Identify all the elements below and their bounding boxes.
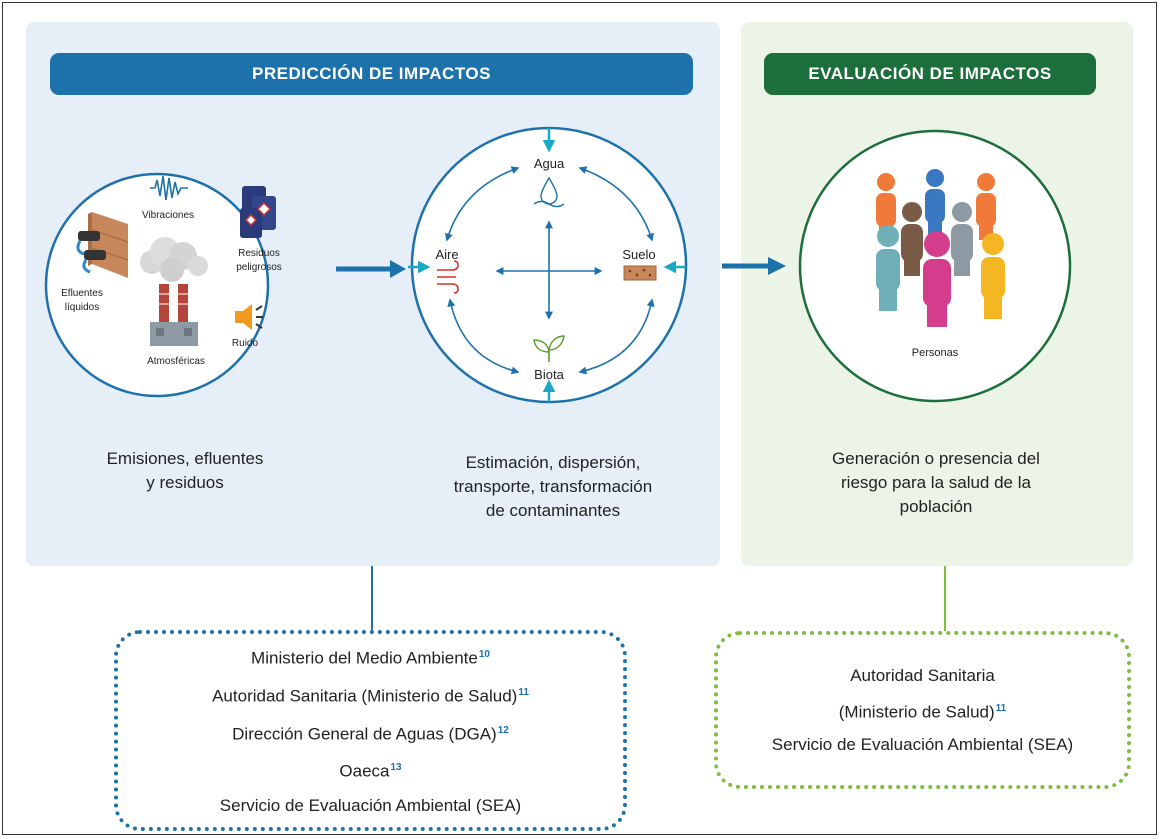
evaluation-institutions-box: Autoridad Sanitaria (Ministerio de Salud… [714,631,1131,789]
residuos-label-2: peligrosos [236,262,282,273]
agua-label: Agua [534,156,565,171]
institution-item: Dirección General de Aguas (DGA)12 [232,714,509,752]
transport-caption-line3: de contaminantes [485,501,621,520]
aire-label: Aire [435,247,458,262]
hazardous-barrels-icon [240,186,276,238]
risk-caption-line2: riesgo para la salud de la [841,473,1031,492]
transport-caption: Estimación, dispersión, transporte, tran… [418,451,688,523]
suelo-label: Suelo [622,247,655,262]
soil-icon [623,265,657,281]
institution-item: (Ministerio de Salud)11 [839,692,1006,729]
institution-name: Dirección General de Aguas (DGA) [232,724,497,744]
institution-name: Servicio de Evaluación Ambiental (SEA) [771,735,1074,755]
water-drop-icon [533,176,565,208]
institution-item: Autoridad Sanitaria [850,659,995,692]
evaluation-header: EVALUACIÓN DE IMPACTOS [764,53,1096,95]
institution-item: Ministerio del Medio Ambiente10 [251,638,490,676]
institution-name: Autoridad Sanitaria [850,665,995,685]
institution-name: Oaeca [339,761,390,781]
evaluation-connector-line [944,566,946,631]
footnote-ref: 13 [390,762,402,774]
footnote-ref: 11 [995,702,1007,714]
footnote-ref: 10 [478,649,490,661]
risk-caption-line1: Generación o presencia del [832,449,1040,468]
wind-icon [437,260,459,294]
institution-name: Servicio de Evaluación Ambiental (SEA) [219,795,522,815]
vibration-icon [150,175,188,201]
efluentes-label-2: líquidos [65,302,99,313]
institution-item: Servicio de Evaluación Ambiental (SEA) [772,728,1073,761]
prediction-institutions-box: Ministerio del Medio Ambiente10 Autorida… [114,630,627,831]
risk-caption-line3: población [899,497,973,516]
agua-suelo-arrow [578,166,654,242]
flow-arrow-2 [722,257,786,275]
emissions-caption-line2: y residuos [146,473,224,492]
aire-biota-arrow [447,298,520,375]
flow-arrow-1 [336,260,406,278]
emissions-caption: Emisiones, efluentes y residuos [55,447,315,495]
transport-caption-line2: transporte, transformación [453,477,653,496]
institution-name: (Ministerio de Salud) [838,702,995,722]
agua-aire-arrow [444,166,520,242]
noise-speaker-icon [235,304,263,330]
institution-item: Oaeca13 [339,751,401,789]
footnote-ref: 12 [497,724,509,736]
suelo-biota-arrow [578,298,655,375]
institution-item: Servicio de Evaluación Ambiental (SEA) [220,789,521,823]
residuos-label-1: Residuos [238,248,280,259]
vibraciones-label: Vibraciones [142,210,194,221]
atmosfericas-label: Atmosféricas [147,356,205,367]
institution-name: Ministerio del Medio Ambiente [251,648,478,668]
institution-item: Autoridad Sanitaria (Ministerio de Salud… [212,676,529,714]
emissions-caption-line1: Emisiones, efluentes [106,449,264,468]
smoke-stack-icon [140,237,208,346]
efluentes-label-1: Efluentes [61,288,103,299]
prediction-connector-line [371,566,373,630]
risk-caption: Generación o presencia del riesgo para l… [786,447,1086,519]
effluent-pipes-icon [76,212,129,278]
biota-label: Biota [534,367,564,382]
personas-label: Personas [912,347,959,359]
prediction-header: PREDICCIÓN DE IMPACTOS [50,53,693,95]
transport-caption-line1: Estimación, dispersión, [465,453,641,472]
institution-name: Autoridad Sanitaria (Ministerio de Salud… [212,686,518,706]
people-group-icon [876,169,1005,327]
ruido-label: Ruido [232,338,259,349]
sprout-icon [533,335,565,362]
footnote-ref: 11 [518,686,529,698]
